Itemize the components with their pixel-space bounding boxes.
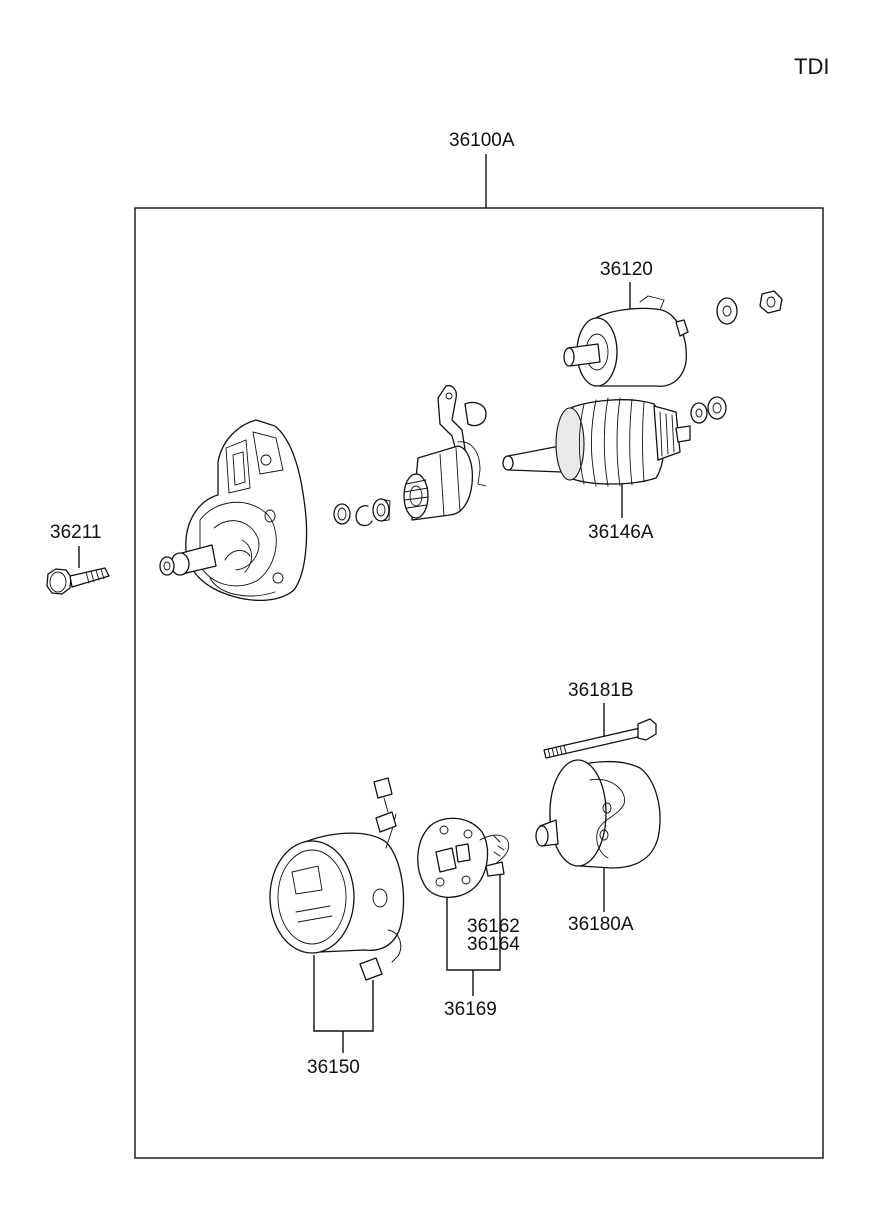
stop-collar[interactable]: [372, 498, 391, 522]
label-brush-holder-b[interactable]: 36164: [467, 934, 520, 955]
solenoid-nut[interactable]: [759, 290, 783, 314]
bolt-part[interactable]: [46, 567, 110, 595]
armature-washer-2[interactable]: [707, 396, 727, 420]
variant-label: TDI: [794, 54, 829, 79]
solenoid-washer[interactable]: [716, 297, 738, 325]
drive-housing-part[interactable]: [159, 419, 308, 601]
snap-ring[interactable]: [355, 505, 373, 527]
label-through-bolt[interactable]: 36181B: [568, 680, 634, 701]
washer-ring-1[interactable]: [333, 503, 351, 525]
assembly-frame: [134, 207, 824, 1159]
label-brush-holder-assy[interactable]: 36169: [444, 999, 497, 1020]
rear-bracket-part[interactable]: [535, 759, 661, 869]
label-assembly[interactable]: 36100A: [449, 130, 515, 151]
pinion-clutch-part[interactable]: [403, 445, 474, 521]
label-rear-bracket[interactable]: 36180A: [568, 914, 634, 935]
brush-holder-part[interactable]: [417, 817, 510, 899]
solenoid-part[interactable]: [563, 295, 689, 387]
label-yoke[interactable]: 36150: [307, 1057, 360, 1078]
armature-washer-1[interactable]: [690, 402, 708, 424]
yoke-part[interactable]: [269, 777, 405, 981]
label-bolt[interactable]: 36211: [50, 522, 101, 543]
through-bolt-part[interactable]: [543, 718, 657, 759]
label-armature[interactable]: 36146A: [588, 522, 654, 543]
label-solenoid[interactable]: 36120: [600, 259, 653, 280]
label-brush-holder-a[interactable]: 36162: [467, 916, 520, 937]
shift-lever-part[interactable]: [437, 384, 487, 487]
armature-part[interactable]: [502, 397, 691, 487]
